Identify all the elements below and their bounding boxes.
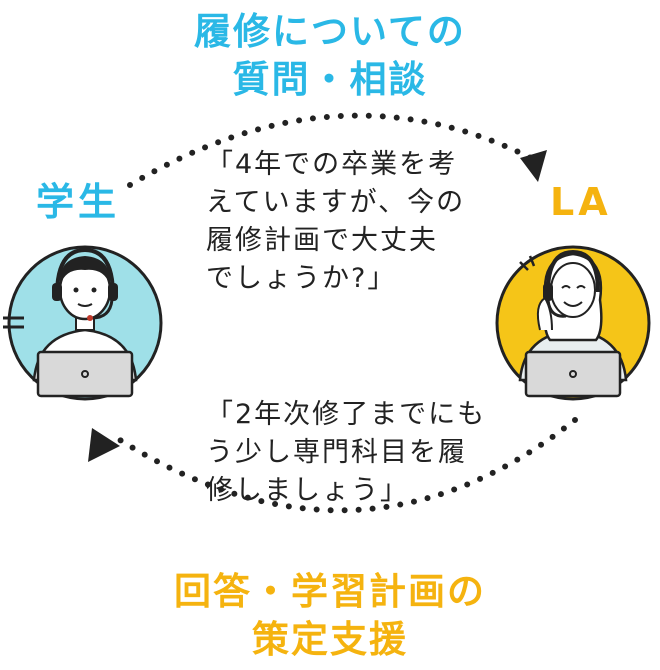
answer-topic-line2: 策定支援: [252, 618, 408, 661]
answer-arrow-arc: [117, 417, 578, 514]
student-avatar: [3, 245, 163, 401]
la-avatar: [495, 245, 651, 401]
student-question-quote: 「4年での卒業を考 えていますが、今の 履修計画で大丈夫 でしょうか?」: [206, 149, 466, 294]
student-label: 学生: [36, 180, 121, 224]
arrow-head-to-student: [88, 428, 120, 462]
la-label: LA: [550, 180, 612, 224]
arrow-head-to-la: [520, 150, 547, 182]
question-topic-line1: 履修についての: [194, 10, 466, 53]
answer-topic-line1: 回答・学習計画の: [174, 570, 486, 613]
question-topic-title: 履修についての 質問・相談: [0, 8, 660, 104]
answer-topic-title: 回答・学習計画の 策定支援: [0, 568, 660, 664]
question-topic-line2: 質問・相談: [232, 58, 428, 101]
la-answer-quote: 「2年次修了までにも う少し専門科目を履 修しましょう」: [206, 399, 487, 506]
